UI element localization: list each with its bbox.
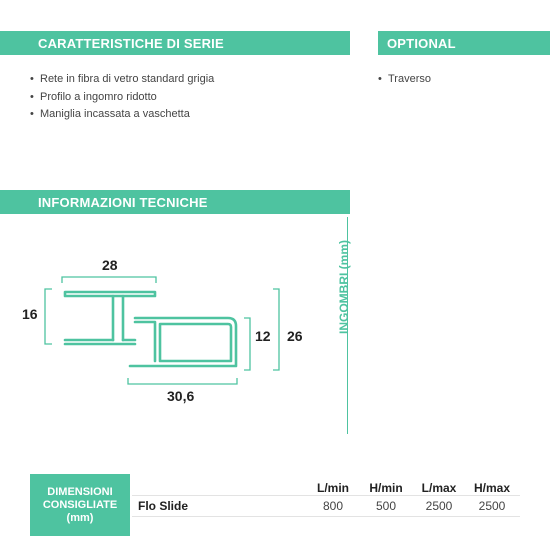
cell-lmin: 800: [322, 499, 344, 513]
dimension-label-inner: 12: [255, 328, 271, 344]
cell-hmax: 2500: [478, 499, 506, 513]
section-header-info: INFORMAZIONI TECNICHE: [0, 190, 350, 214]
section-title-info: INFORMAZIONI TECNICHE: [38, 194, 208, 210]
section-title-optional: OPTIONAL: [387, 35, 456, 51]
profile-lower-web: [133, 320, 157, 363]
header-lmax: L/max: [421, 481, 457, 495]
dim-bracket-left: [44, 288, 52, 345]
list-item: •Maniglia incassata a vaschetta: [30, 106, 214, 124]
section-header-optional: OPTIONAL: [378, 31, 550, 55]
dimension-label-bottom: 30,6: [167, 388, 195, 404]
list-item: •Rete in fibra di vetro standard grigia: [30, 71, 214, 89]
recommended-dimensions-label: DIMENSIONI CONSIGLIATE (mm): [30, 474, 130, 536]
profile-upper-top-flange: [63, 290, 157, 298]
serie-list: •Rete in fibra di vetro standard grigia …: [30, 71, 214, 124]
list-item: •Traverso: [378, 71, 431, 89]
profile-lower-inner: [158, 322, 233, 363]
bullet-icon: •: [30, 73, 34, 85]
dimension-label-top: 28: [102, 257, 118, 273]
profile-upper-web: [111, 294, 125, 342]
dim-bracket-bottom: [127, 378, 238, 385]
row-name: Flo Slide: [138, 499, 189, 513]
table-divider: [132, 495, 520, 496]
list-item: •Profilo a ingomro ridotto: [30, 89, 214, 107]
bullet-icon: •: [378, 73, 382, 85]
bullet-icon: •: [30, 108, 34, 120]
header-lmin: L/min: [317, 481, 349, 495]
table-divider: [132, 516, 520, 517]
cell-hmin: 500: [375, 499, 397, 513]
dimension-label-outer: 26: [287, 328, 303, 344]
ingombri-divider: [347, 217, 348, 434]
optional-list: •Traverso: [378, 71, 431, 89]
header-hmin: H/min: [369, 481, 403, 495]
section-title-serie: CARATTERISTICHE DI SERIE: [38, 35, 224, 51]
section-header-serie: CARATTERISTICHE DI SERIE: [0, 31, 350, 55]
bullet-icon: •: [30, 90, 34, 103]
profile-lower-outer: [128, 316, 238, 368]
dim-bracket-top: [61, 276, 157, 283]
dim-bracket-outer: [273, 288, 280, 371]
ingombri-label: INGOMBRI (mm): [337, 240, 351, 334]
cell-lmax: 2500: [425, 499, 453, 513]
dimension-label-left: 16: [22, 306, 38, 322]
dim-bracket-inner: [244, 317, 251, 371]
header-hmax: H/max: [473, 481, 511, 495]
